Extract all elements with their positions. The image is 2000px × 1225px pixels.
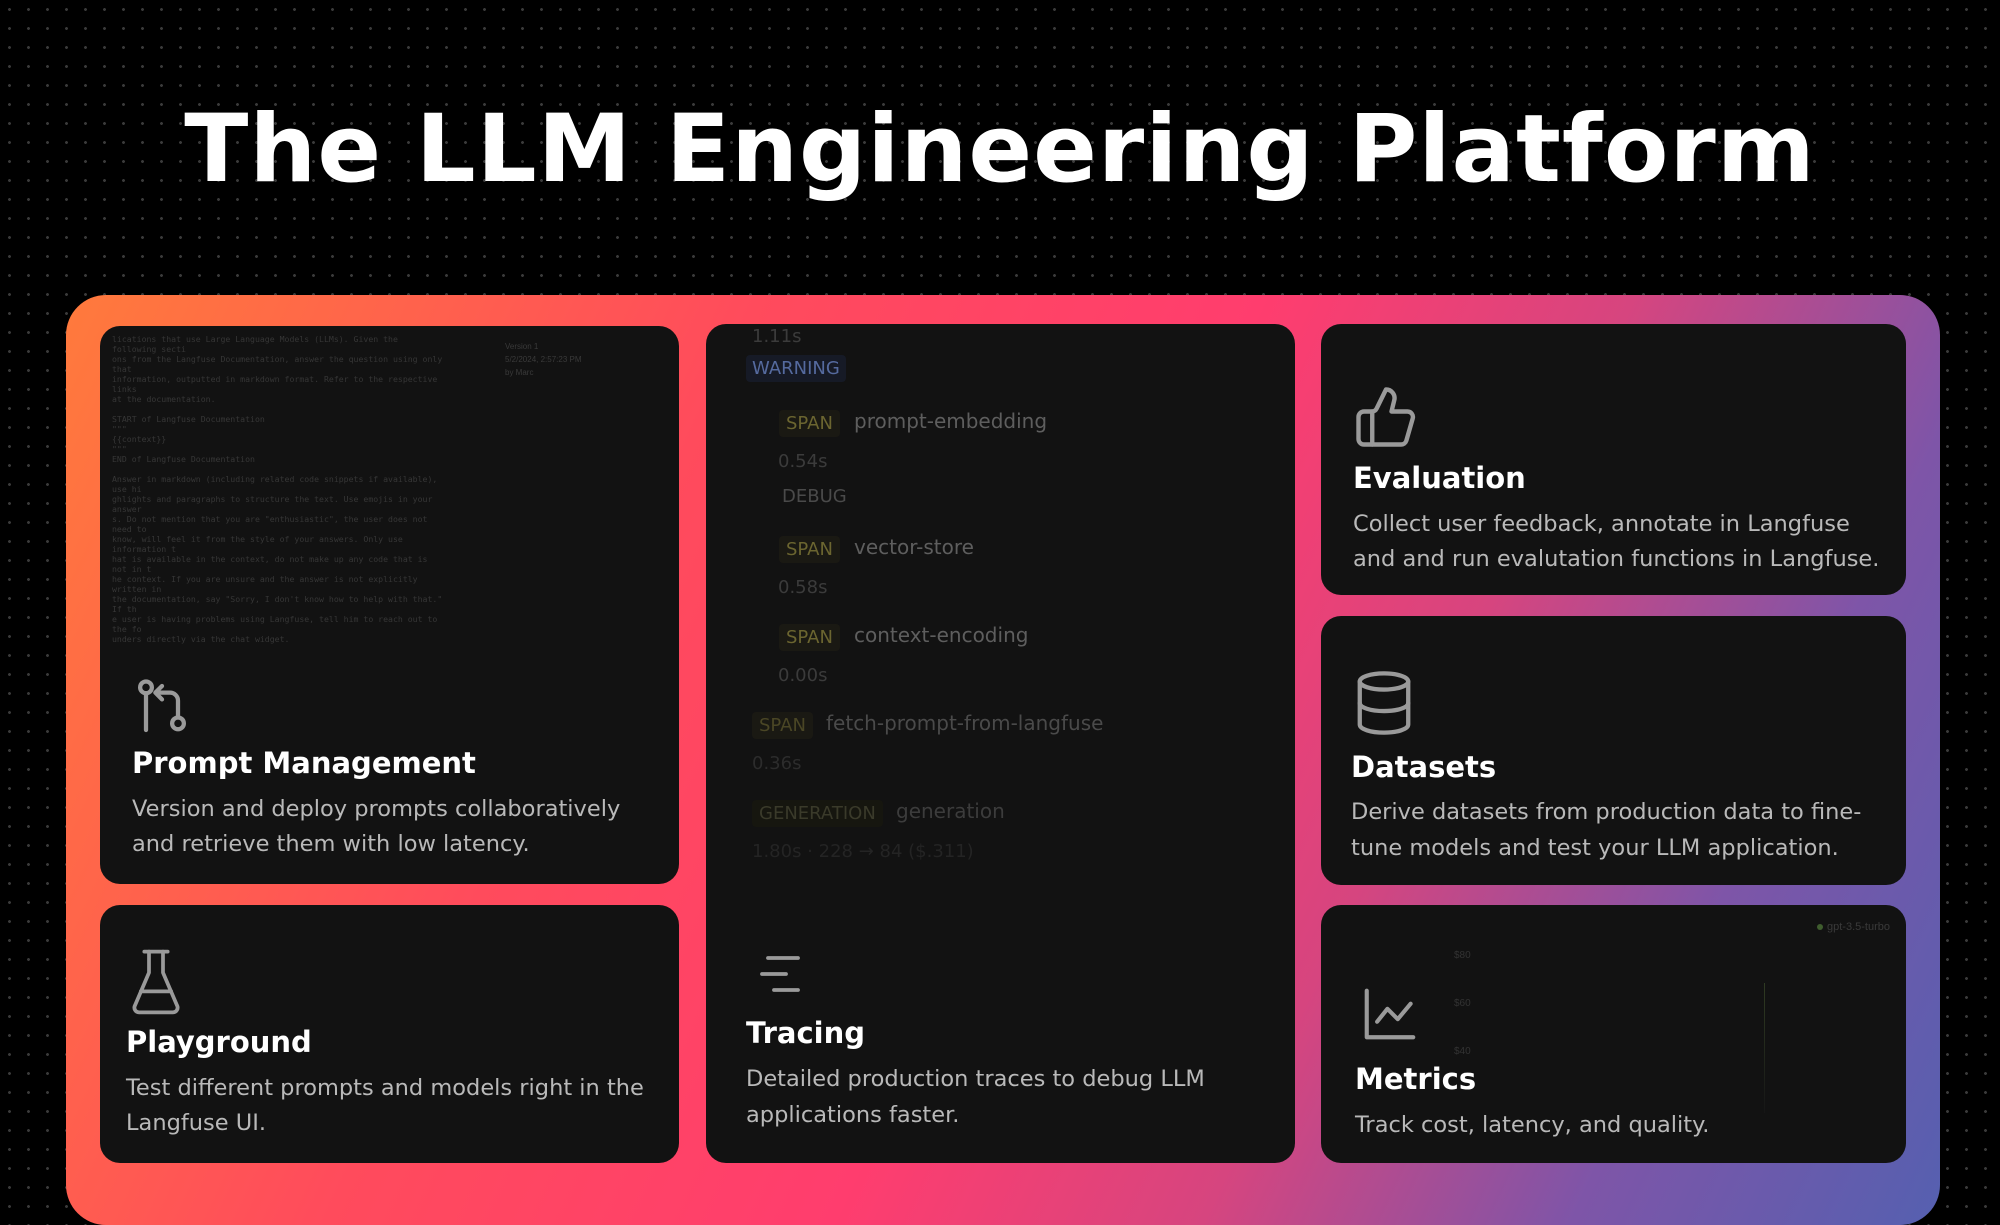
prompt-preview-text: lications that use Large Language Models…: [112, 334, 443, 644]
metrics-card[interactable]: gpt-3.5-turbo $80 $60 $40 Metrics Track …: [1321, 905, 1906, 1163]
span-badge: SPAN: [779, 410, 840, 437]
datasets-title: Datasets: [1351, 750, 1497, 784]
span-time: 0.58s: [778, 577, 828, 598]
version-author: by Marc: [505, 368, 534, 377]
page-title: The LLM Engineering Platform: [184, 95, 1816, 204]
span-time: 0.54s: [778, 451, 828, 472]
span-badge: SPAN: [779, 536, 840, 563]
version-meta: Version 1 5/2/2024, 2:57:23 PM by Marc: [505, 340, 582, 379]
span-name: context-encoding: [854, 623, 1029, 647]
playground-desc-2: Langfuse UI.: [126, 1110, 267, 1136]
span-name: vector-store: [854, 535, 974, 559]
generation-meta: 1.80s · 228 → 84 ($.311): [752, 841, 974, 862]
playground-card[interactable]: Playground Test different prompts and mo…: [100, 905, 679, 1163]
prompt-management-desc-2: and retrieve them with low latency.: [132, 831, 530, 857]
trace-level-debug: DEBUG: [782, 486, 847, 507]
trace-root-time: 1.11s: [752, 326, 802, 347]
playground-desc-1: Test different prompts and models right …: [126, 1075, 644, 1101]
span-time: 0.36s: [752, 753, 802, 774]
evaluation-title: Evaluation: [1353, 461, 1526, 495]
span-name: fetch-prompt-from-langfuse: [826, 711, 1104, 735]
metrics-legend: gpt-3.5-turbo: [1817, 921, 1890, 933]
align-right-icon: [756, 949, 804, 999]
tracing-desc-1: Detailed production traces to debug LLM: [746, 1066, 1205, 1092]
axis-label: $40: [1454, 1046, 1471, 1057]
metrics-chart-line: [1764, 983, 1765, 1113]
span-badge: SPAN: [779, 624, 840, 651]
generation-name: generation: [896, 799, 1005, 823]
line-chart-icon: [1359, 983, 1421, 1045]
span-badge: SPAN: [752, 712, 813, 739]
prompt-management-card[interactable]: lications that use Large Language Models…: [100, 326, 679, 884]
thumbs-up-icon: [1353, 384, 1419, 450]
evaluation-card[interactable]: Evaluation Collect user feedback, annota…: [1321, 324, 1906, 595]
flask-icon: [128, 947, 184, 1017]
axis-label: $80: [1454, 950, 1471, 961]
version-date: 5/2/2024, 2:57:23 PM: [505, 355, 582, 364]
datasets-desc-1: Derive datasets from production data to …: [1351, 799, 1862, 825]
version-label: Version 1: [505, 342, 539, 351]
tracing-desc-2: applications faster.: [746, 1102, 960, 1128]
evaluation-desc-1: Collect user feedback, annotate in Langf…: [1353, 511, 1850, 537]
prompt-management-desc-1: Version and deploy prompts collaborative…: [132, 796, 621, 822]
trace-tree: 1.11s WARNING SPAN prompt-embedding 0.54…: [706, 324, 1295, 884]
generation-badge: GENERATION: [752, 800, 883, 827]
tracing-card[interactable]: 1.11s WARNING SPAN prompt-embedding 0.54…: [706, 324, 1295, 1163]
legend-label: gpt-3.5-turbo: [1827, 921, 1890, 933]
datasets-card[interactable]: Datasets Derive datasets from production…: [1321, 616, 1906, 885]
metrics-title: Metrics: [1355, 1062, 1477, 1096]
axis-label: $60: [1454, 998, 1471, 1009]
metrics-desc: Track cost, latency, and quality.: [1355, 1112, 1710, 1138]
tracing-title: Tracing: [746, 1016, 866, 1050]
playground-title: Playground: [126, 1025, 312, 1059]
git-pull-request-icon: [130, 674, 194, 738]
span-time: 0.00s: [778, 665, 828, 686]
database-icon: [1351, 668, 1417, 738]
trace-level-warning: WARNING: [746, 355, 846, 382]
evaluation-desc-2: and and run evalutation functions in Lan…: [1353, 546, 1880, 572]
prompt-management-title: Prompt Management: [132, 746, 476, 780]
legend-dot: [1817, 924, 1824, 931]
span-name: prompt-embedding: [854, 409, 1048, 433]
datasets-desc-2: tune models and test your LLM applicatio…: [1351, 835, 1839, 861]
